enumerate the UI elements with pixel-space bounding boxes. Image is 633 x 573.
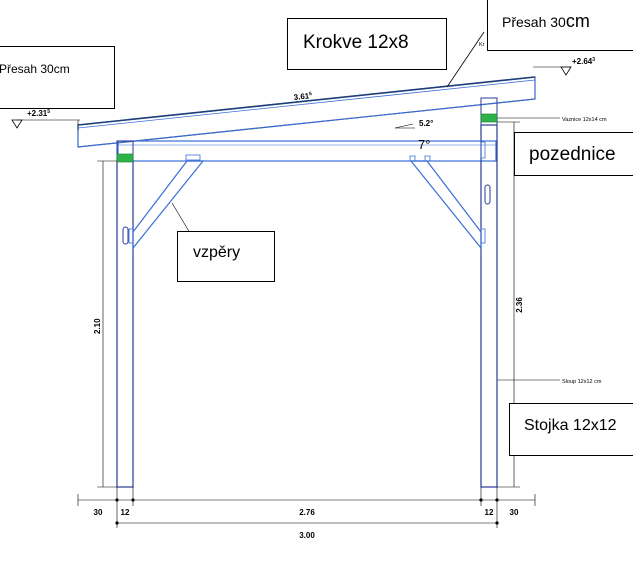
height-right-label: 2.36 [515, 297, 524, 313]
angle-label: 7° [418, 137, 430, 152]
elev-right-label: +2.643 [572, 57, 595, 66]
post-right-top [480, 97, 498, 126]
slot-post-right-b [480, 228, 486, 244]
slot-beam-right [480, 141, 486, 159]
height-left-label: 2.10 [93, 318, 102, 334]
tie-beam [117, 140, 497, 162]
rafter-length-label: 3.615 [293, 91, 312, 102]
post-left [116, 160, 134, 488]
rafter-inner-line [77, 79, 536, 129]
dim-dot-117 [115, 498, 119, 502]
connector-right [480, 113, 498, 123]
dim-dot-497 [495, 498, 499, 502]
elev-right-triangle [560, 66, 572, 76]
slot-beam-mid [409, 155, 416, 162]
kr-fragment: Kr [479, 42, 485, 48]
dim-dot-497b [495, 521, 499, 525]
sloup-note: Sloup 12x12 cm [562, 379, 602, 385]
callout-presah-left: Přesah 30cm [0, 46, 115, 109]
dim-dot-133 [131, 498, 135, 502]
vaznice-note: Vaznice 12x14 cm [562, 117, 607, 123]
leader-vzpery [171, 202, 191, 234]
callout-presah-right: Přesah 30cm [487, 0, 633, 51]
slot-beam-left [185, 154, 201, 161]
dim-total: 3.00 [299, 531, 315, 540]
elev-left-label: +2.315 [27, 109, 50, 118]
callout-pozednice: pozednice [514, 132, 633, 176]
slot-post-left-b [128, 228, 134, 244]
brace-right [409, 160, 482, 250]
connector-left [116, 153, 134, 163]
rafter-bottom-edge [77, 98, 536, 148]
dim-30-right: 30 [510, 508, 519, 517]
rafter-top-edge [77, 76, 536, 126]
dim-12-right: 12 [485, 508, 494, 517]
slope-line-a [394, 123, 414, 129]
dim-30-left: 30 [94, 508, 103, 517]
elev-left-triangle [11, 119, 23, 129]
dim-12-left: 12 [121, 508, 130, 517]
leader-krokve [446, 31, 485, 88]
slot-beam-mid2 [424, 155, 431, 162]
callout-vzpery: vzpěry [177, 231, 275, 282]
dim-276: 2.76 [299, 508, 315, 517]
post-right [480, 124, 498, 488]
callout-presah-right-text: Přesah 30 [502, 14, 566, 30]
slope-label: 5.2° [419, 119, 433, 128]
callout-krokve: Krokve 12x8 [287, 18, 447, 70]
dim-dot-117b [115, 521, 119, 525]
slot-post-right [484, 184, 491, 205]
callout-stojka: Stojka 12x12 [509, 403, 633, 456]
callout-presah-right-unit: cm [565, 11, 590, 31]
slot-post-left [122, 226, 129, 245]
dim-dot-481 [479, 498, 483, 502]
